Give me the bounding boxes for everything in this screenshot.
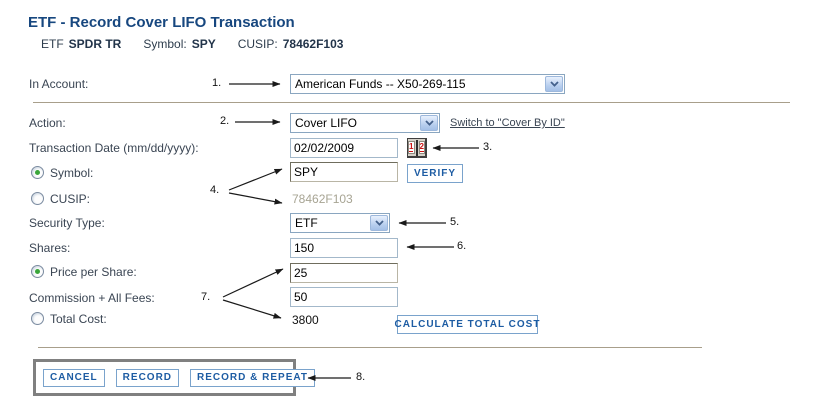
transaction-date-label: Transaction Date (mm/dd/yyyy): <box>29 141 199 155</box>
chevron-down-icon <box>545 76 563 92</box>
commission-label: Commission + All Fees: <box>29 291 155 305</box>
page-title: ETF - Record Cover LIFO Transaction <box>28 14 295 31</box>
total-cost-label: Total Cost: <box>50 312 107 326</box>
symbol-input[interactable] <box>290 162 398 182</box>
in-account-selected-value: American Funds -- X50-269-115 <box>295 77 466 91</box>
symbol-radio[interactable] <box>31 166 44 179</box>
annotation-8: 8. <box>356 371 366 383</box>
action-select[interactable]: Cover LIFO <box>290 113 440 133</box>
record-and-repeat-button[interactable]: RECORD & REPEAT <box>190 368 315 387</box>
cusip-label: CUSIP: <box>237 37 278 51</box>
verify-button[interactable]: VERIFY <box>407 164 463 183</box>
calendar-icon[interactable]: 1 2 <box>407 138 427 158</box>
etf-value: SPDR TR <box>68 37 122 51</box>
chevron-down-icon <box>370 215 388 231</box>
shares-input[interactable] <box>290 238 398 258</box>
symbol-value: SPY <box>191 37 216 51</box>
price-per-share-label: Price per Share: <box>50 265 137 279</box>
symbol-label: Symbol: <box>143 37 187 51</box>
annotation-3: 3. <box>483 141 493 153</box>
security-type-label: Security Type: <box>29 216 105 230</box>
cusip-radio[interactable] <box>31 192 44 205</box>
cusip-radio-label: CUSIP: <box>50 192 91 206</box>
annotation-6: 6. <box>457 240 467 252</box>
symbol-radio-label: Symbol: <box>50 166 94 180</box>
security-type-selected-value: ETF <box>295 216 318 230</box>
total-cost-radio[interactable] <box>31 312 44 325</box>
annotation-5: 5. <box>450 216 460 228</box>
action-label: Action: <box>29 116 66 130</box>
shares-label: Shares: <box>29 241 71 255</box>
switch-to-cover-by-id-link[interactable]: Switch to "Cover By ID" <box>450 117 565 129</box>
etf-label: ETF <box>41 37 64 51</box>
security-type-select[interactable]: ETF <box>290 213 390 233</box>
action-selected-value: Cover LIFO <box>295 116 358 130</box>
transaction-date-input[interactable] <box>290 138 398 158</box>
in-account-label: In Account: <box>29 77 89 91</box>
cusip-value: 78462F103 <box>282 37 344 51</box>
price-per-share-input[interactable] <box>290 263 398 283</box>
total-cost-value: 3800 <box>292 313 319 327</box>
price-per-share-radio[interactable] <box>31 265 44 278</box>
commission-input[interactable] <box>290 287 398 307</box>
annotation-7: 7. <box>201 291 211 303</box>
chevron-down-icon <box>420 115 438 131</box>
annotation-4: 4. <box>210 184 220 196</box>
in-account-select[interactable]: American Funds -- X50-269-115 <box>290 74 565 94</box>
record-button[interactable]: RECORD <box>115 368 180 387</box>
separator-top <box>33 102 790 103</box>
cusip-value-text: 78462F103 <box>292 192 353 206</box>
separator-bottom <box>38 347 702 348</box>
cancel-button[interactable]: CANCEL <box>43 368 105 387</box>
security-header: ETF SPDR TR Symbol: SPY CUSIP: 78462F103 <box>41 37 343 51</box>
annotation-1: 1. <box>212 77 222 89</box>
annotation-2: 2. <box>220 115 230 127</box>
footer-action-group: CANCEL RECORD RECORD & REPEAT <box>33 359 315 396</box>
calculate-total-cost-button[interactable]: CALCULATE TOTAL COST <box>395 315 539 334</box>
